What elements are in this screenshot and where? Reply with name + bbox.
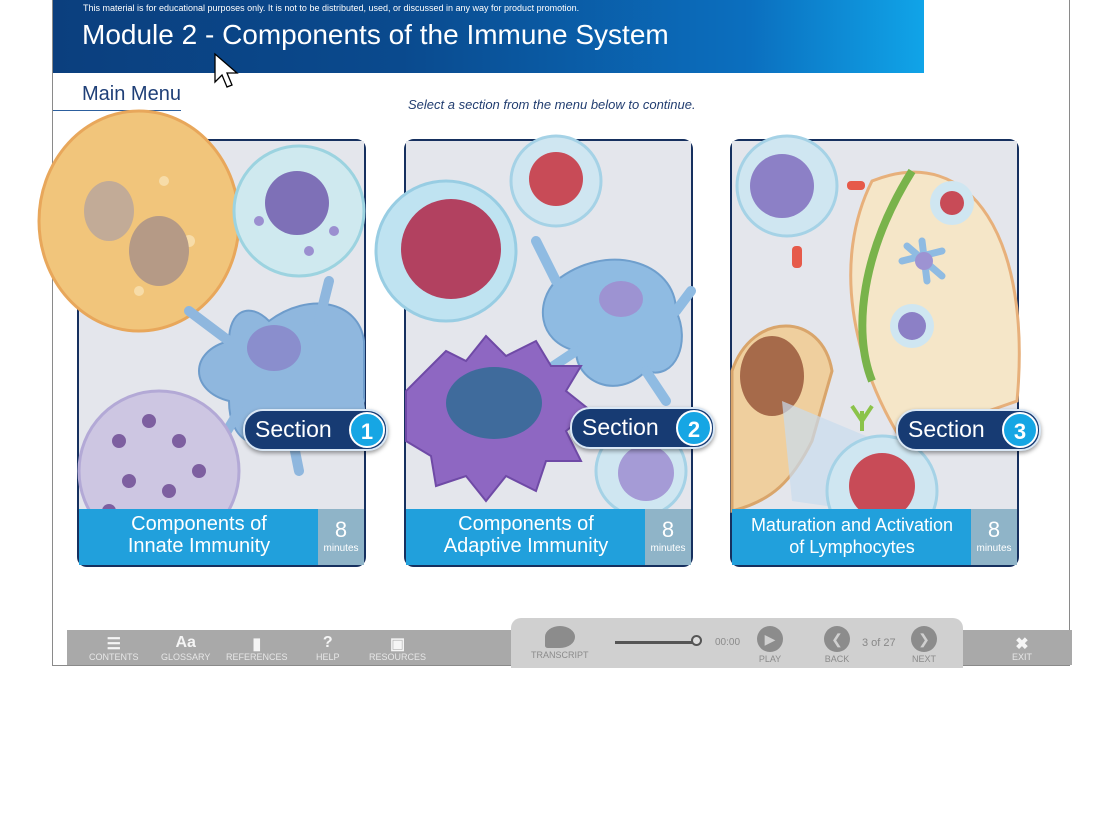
duration-box: 8 minutes bbox=[318, 509, 364, 565]
section-2-caption: Components of Adaptive Immunity 8 minute… bbox=[406, 509, 691, 565]
transcript-button[interactable]: TRANSCRIPT bbox=[531, 626, 589, 660]
adaptive-immunity-illustration bbox=[374, 134, 696, 565]
section-3-caption: Maturation and Activation of Lymphocytes… bbox=[732, 509, 1017, 565]
references-button[interactable]: ▮ REFERENCES bbox=[226, 634, 288, 662]
duration-unit: minutes bbox=[976, 543, 1012, 554]
glossary-label: GLOSSARY bbox=[161, 652, 211, 662]
duration-value: 8 bbox=[334, 517, 348, 542]
module-header: This material is for educational purpose… bbox=[53, 0, 924, 73]
page-counter: 3 of 27 bbox=[862, 637, 896, 649]
duration-unit: minutes bbox=[323, 543, 359, 554]
lymphocyte-maturation-illustration bbox=[730, 134, 1021, 565]
next-label: NEXT bbox=[911, 654, 936, 664]
close-icon: ✖ bbox=[1015, 636, 1029, 653]
audio-time: 00:00 bbox=[715, 637, 741, 648]
transcript-label: TRANSCRIPT bbox=[531, 650, 589, 660]
document-icon: ▮ bbox=[252, 636, 262, 653]
section-1-pill[interactable]: Section 1 bbox=[243, 409, 388, 451]
duration-unit: minutes bbox=[650, 543, 686, 554]
section-label: Section bbox=[908, 416, 985, 442]
back-button[interactable]: ❮ BACK bbox=[824, 626, 850, 664]
main-menu-underline bbox=[53, 110, 181, 111]
list-icon: ☰ bbox=[106, 636, 121, 653]
module-title: Module 2 - Components of the Immune Syst… bbox=[82, 19, 669, 50]
audio-progress-handle[interactable] bbox=[691, 635, 702, 646]
mouse-cursor-icon bbox=[214, 52, 239, 88]
section-label: Section bbox=[255, 416, 332, 442]
section-label: Section bbox=[582, 414, 659, 440]
section-1-title: Components of Innate Immunity bbox=[79, 513, 319, 557]
section-card-2[interactable]: Section 2 Components of Adaptive Immunit… bbox=[374, 134, 715, 567]
menu-instruction: Select a section from the menu below to … bbox=[408, 97, 696, 112]
resources-button[interactable]: ▣ RESOURCES bbox=[369, 634, 426, 662]
question-icon: ? bbox=[322, 634, 333, 651]
speech-bubble-icon bbox=[544, 626, 575, 648]
section-card-1[interactable]: Section 1 Components of Innate Immunity … bbox=[37, 109, 388, 567]
section-number-badge: 1 bbox=[349, 412, 385, 448]
section-3-title: Maturation and Activation of Lymphocytes bbox=[732, 514, 972, 558]
contents-label: CONTENTS bbox=[89, 652, 139, 662]
glossary-button[interactable]: Aa GLOSSARY bbox=[161, 634, 210, 662]
back-label: BACK bbox=[824, 654, 850, 664]
title-line-1: Components of bbox=[131, 513, 267, 535]
glossary-aa-icon: Aa bbox=[175, 634, 196, 651]
play-button[interactable]: ▶ PLAY bbox=[757, 626, 783, 664]
audio-progress-track[interactable] bbox=[615, 641, 697, 644]
title-line-2: Adaptive Immunity bbox=[443, 535, 609, 557]
section-1-caption: Components of Innate Immunity 8 minutes bbox=[79, 509, 364, 565]
section-3-pill[interactable]: Section 3 bbox=[896, 409, 1041, 451]
duration-value: 8 bbox=[987, 517, 1001, 542]
title-line-1: Components of bbox=[458, 513, 594, 535]
disclaimer-text: This material is for educational purpose… bbox=[83, 3, 580, 13]
exit-label: EXIT bbox=[1012, 652, 1033, 662]
section-number-badge: 2 bbox=[676, 410, 712, 446]
duration-box: 8 minutes bbox=[971, 509, 1017, 565]
next-arrow-icon: ❯ bbox=[911, 626, 937, 652]
innate-immunity-illustration bbox=[37, 109, 369, 565]
contents-button[interactable]: ☰ CONTENTS bbox=[89, 634, 139, 662]
section-2-pill[interactable]: Section 2 bbox=[570, 407, 715, 449]
duration-box: 8 minutes bbox=[645, 509, 691, 565]
play-icon: ▶ bbox=[757, 626, 783, 652]
play-label: PLAY bbox=[758, 654, 782, 664]
resources-label: RESOURCES bbox=[369, 652, 427, 662]
exit-button[interactable]: ✖ EXIT bbox=[1012, 634, 1032, 662]
duration-value: 8 bbox=[661, 517, 675, 542]
help-button[interactable]: ? HELP bbox=[316, 634, 340, 662]
references-label: REFERENCES bbox=[226, 652, 288, 662]
section-2-title: Components of Adaptive Immunity bbox=[406, 513, 646, 557]
media-player: TRANSCRIPT 00:00 ▶ PLAY ❮ BACK 3 of 27 ❯… bbox=[511, 618, 963, 668]
title-line-2: Innate Immunity bbox=[127, 535, 271, 557]
main-menu-title: Main Menu bbox=[82, 83, 181, 105]
folder-icon: ▣ bbox=[389, 636, 406, 653]
back-arrow-icon: ❮ bbox=[824, 626, 850, 652]
title-line-2: of Lymphocytes bbox=[789, 537, 915, 557]
section-number-badge: 3 bbox=[1002, 412, 1038, 448]
course-frame: This material is for educational purpose… bbox=[37, 0, 1072, 668]
help-label: HELP bbox=[316, 652, 340, 662]
section-card-3[interactable]: Section 3 Maturation and Activation of L… bbox=[730, 134, 1041, 567]
next-button[interactable]: ❯ NEXT bbox=[911, 626, 937, 664]
title-line-1: Maturation and Activation bbox=[750, 515, 954, 535]
